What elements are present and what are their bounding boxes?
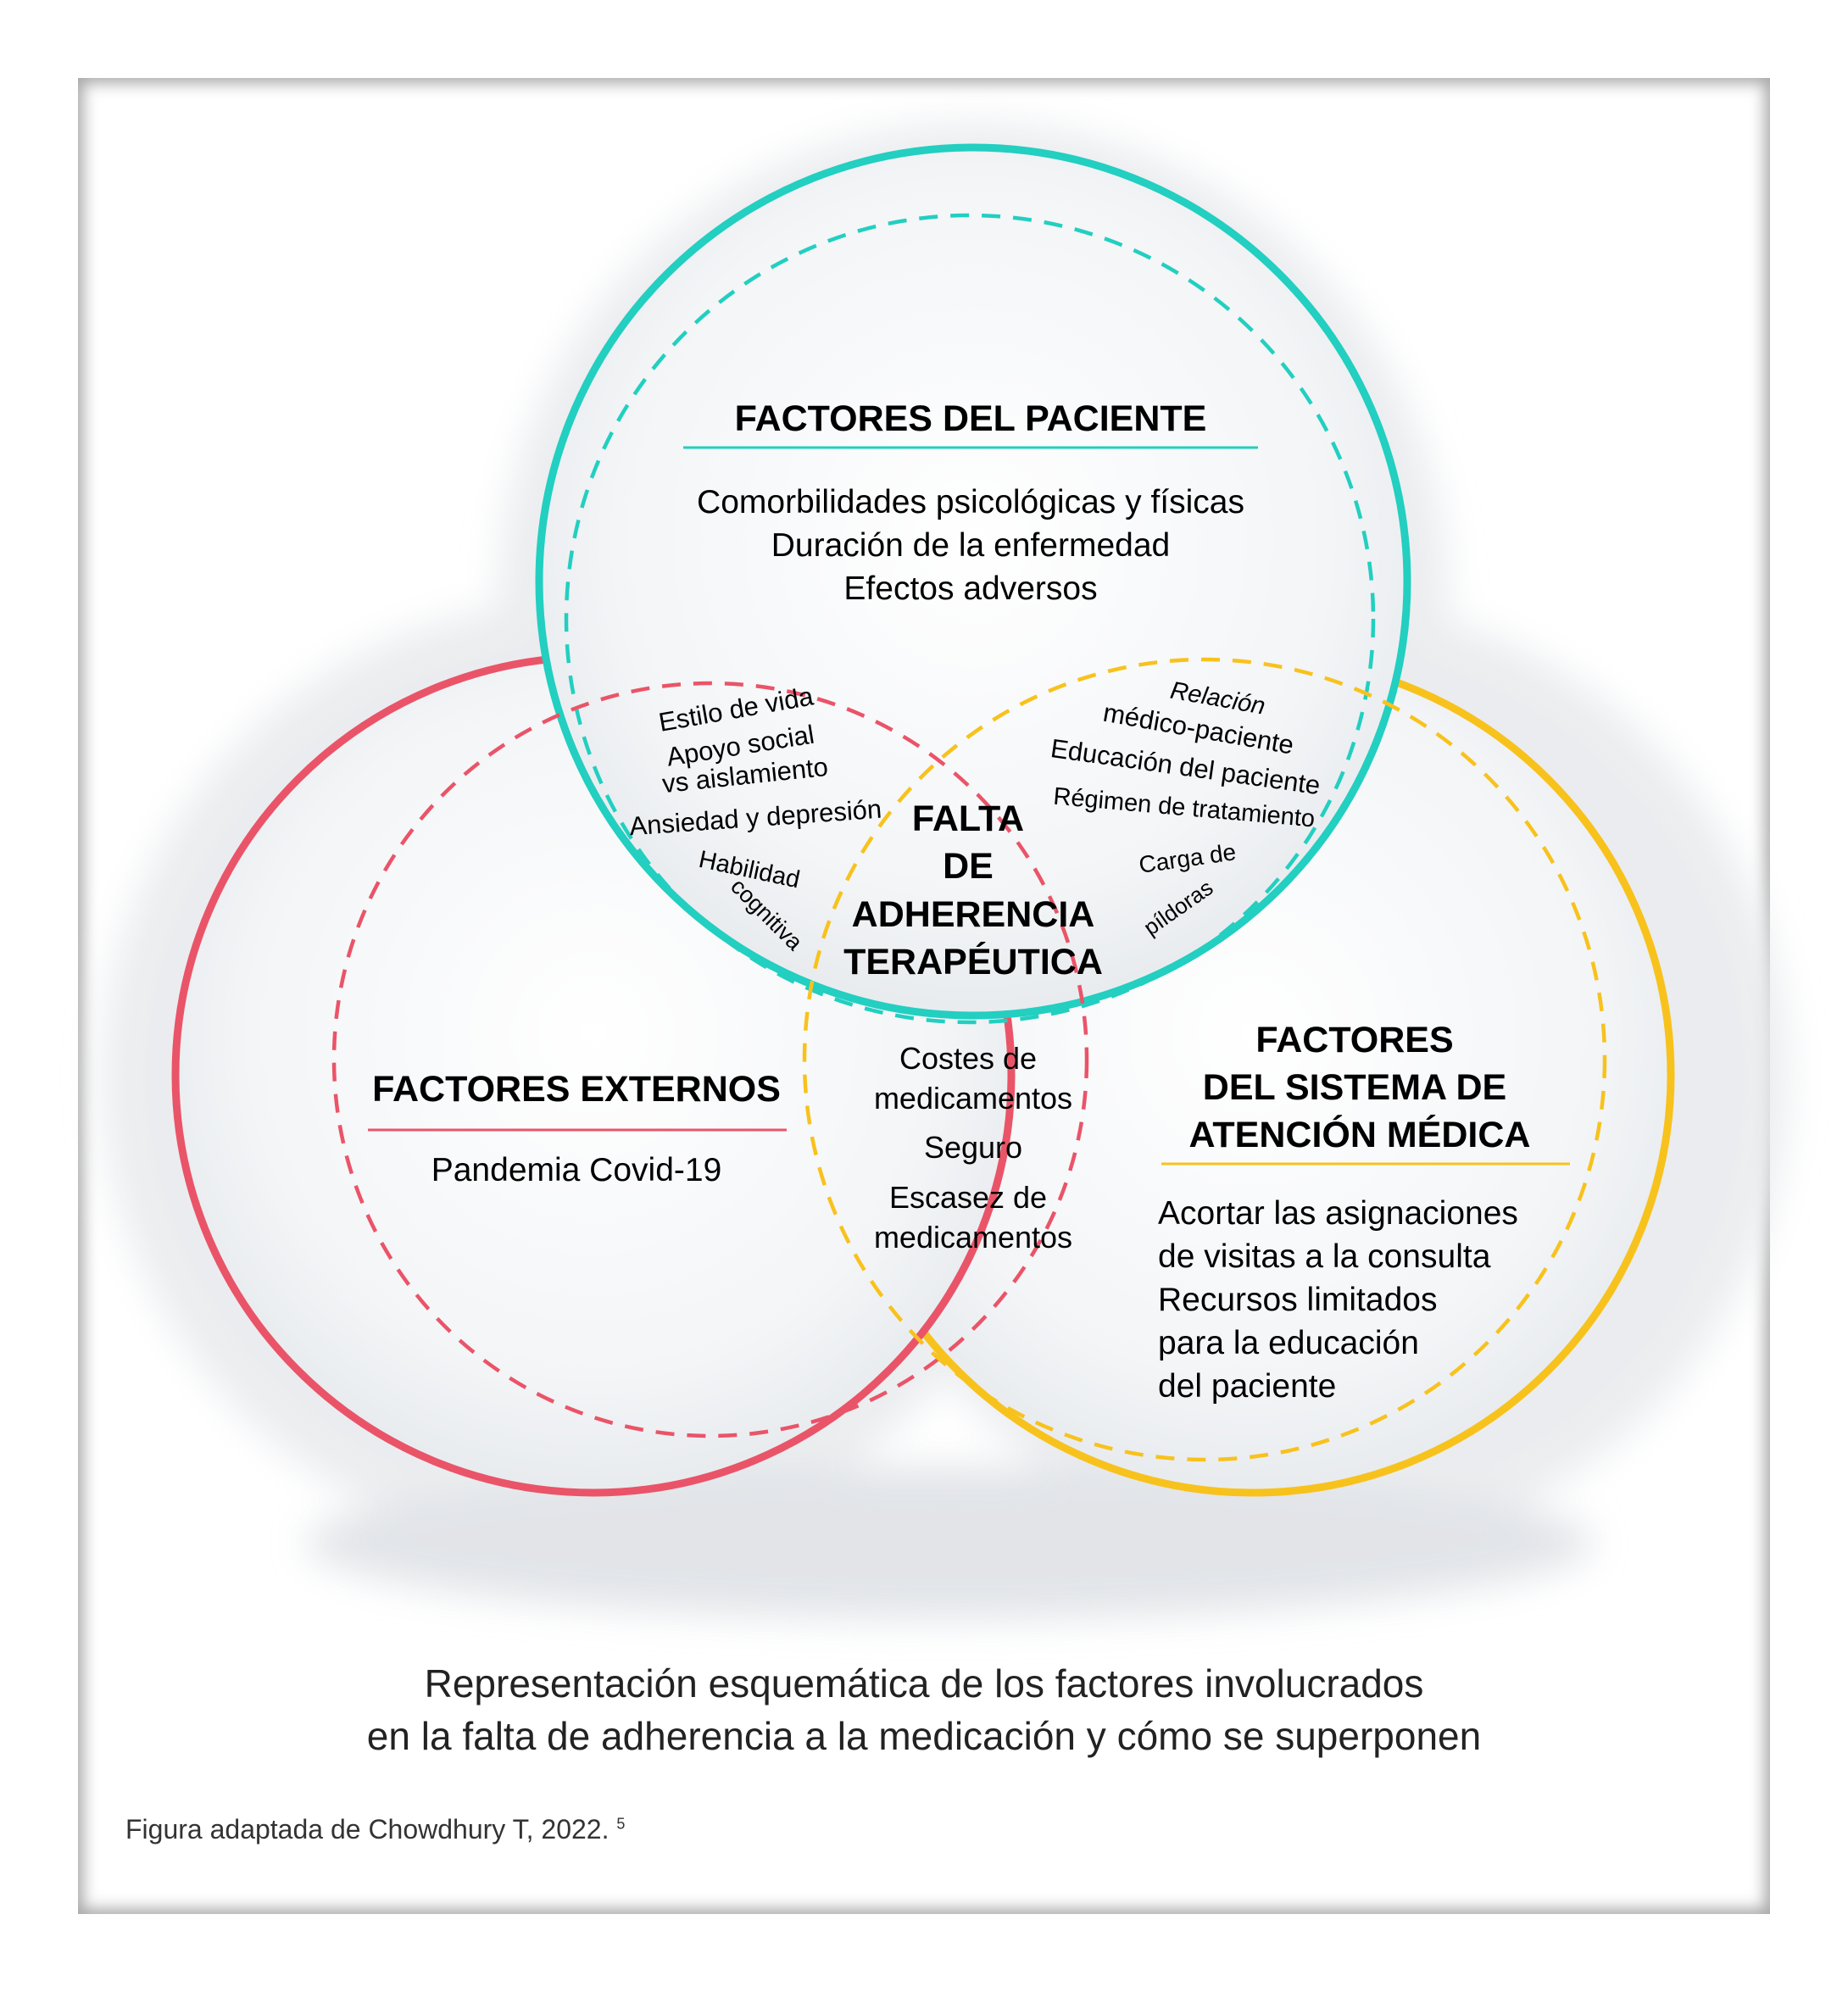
overlap-es-item: Costes de <box>899 1041 1037 1076</box>
caption-line: en la falta de adherencia a la medicació… <box>366 1714 1482 1758</box>
patient-factor-item: Efectos adversos <box>843 570 1097 607</box>
health-system-factor-item: Acortar las asignaciones <box>1158 1195 1518 1232</box>
external-factors-title: FACTORES EXTERNOS <box>372 1069 781 1110</box>
overlap-es-item: Escasez de <box>889 1180 1047 1215</box>
center-label-line: FALTA <box>912 798 1024 839</box>
center-label-line: DE <box>943 846 994 887</box>
health-system-title-line: ATENCIÓN MÉDICA <box>1189 1114 1531 1155</box>
health-system-dashed-circle <box>802 657 1607 1462</box>
external-factor-item: Pandemia Covid-19 <box>431 1152 722 1188</box>
overlap-es-item: Seguro <box>924 1130 1022 1165</box>
patient-factors-title: FACTORES DEL PACIENTE <box>735 398 1207 439</box>
patient-factor-item: Comorbilidades psicológicas y físicas <box>697 484 1244 520</box>
figure-source: Figura adaptada de Chowdhury T, 2022. 5 <box>125 1814 625 1845</box>
health-system-factor-item: Recursos limitados <box>1158 1282 1437 1318</box>
external-dashed-circle <box>331 681 1089 1438</box>
patient-dashed-circle <box>564 213 1376 1025</box>
health-system-factor-item: de visitas a la consulta <box>1158 1238 1491 1275</box>
health-system-factor-item: del paciente <box>1158 1368 1336 1405</box>
source-reference: 5 <box>616 1815 626 1833</box>
patient-factor-item: Duración de la enfermedad <box>771 527 1170 564</box>
health-system-factor-item: para la educación <box>1158 1325 1419 1361</box>
overlap-es-item: medicamentos <box>874 1220 1072 1255</box>
center-label-line: ADHERENCIA <box>852 894 1095 935</box>
caption-line: Representación esquemática de los factor… <box>424 1661 1424 1705</box>
health-system-title-line: FACTORES <box>1255 1020 1453 1060</box>
patient-outer-ring <box>535 143 1411 1020</box>
health-system-title-line: DEL SISTEMA DE <box>1203 1067 1506 1108</box>
center-label-line: TERAPÉUTICA <box>843 942 1103 982</box>
source-text: Figura adaptada de Chowdhury T, 2022. <box>125 1814 610 1845</box>
figure-caption: Representación esquemática de los factor… <box>170 1657 1678 1762</box>
overlap-es-item: medicamentos <box>874 1081 1072 1116</box>
